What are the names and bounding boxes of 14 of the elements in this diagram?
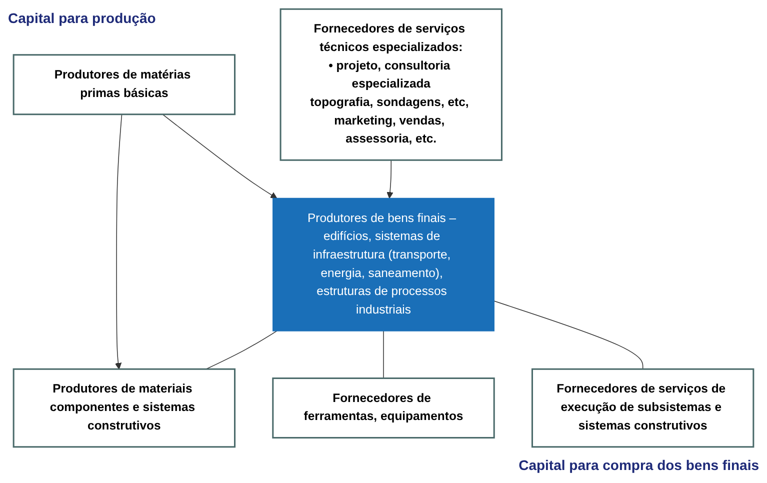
connector bbox=[206, 330, 278, 369]
node-box: Fornecedores de ferramentas, equipamentos bbox=[272, 377, 495, 438]
caption-text: Capital para compra dos bens finais bbox=[518, 457, 759, 473]
caption-text: Capital para produção bbox=[8, 10, 156, 26]
connector bbox=[383, 330, 384, 378]
arrow bbox=[114, 113, 122, 369]
node-box: Fornecedores de serviços técnicos especializados: • projeto, consultoria especializada topografia, sondagens, etc, marketing, vendas, assessoria, etc. bbox=[280, 8, 502, 160]
node-box: Produtores de matérias primas básicas bbox=[12, 54, 236, 115]
arrow bbox=[386, 159, 394, 198]
arrow bbox=[162, 113, 278, 198]
connector bbox=[494, 300, 644, 369]
node-box: Produtores de bens finais – edifícios, sistemas de infraestrutura (transporte, energia, saneamento), estruturas de processos industriais bbox=[272, 197, 494, 331]
node-box: Produtores de materiais componentes e sistemas construtivos bbox=[12, 368, 236, 448]
node-box: Fornecedores de serviços de execução de subsistemas e sistemas construtivos bbox=[531, 368, 754, 448]
